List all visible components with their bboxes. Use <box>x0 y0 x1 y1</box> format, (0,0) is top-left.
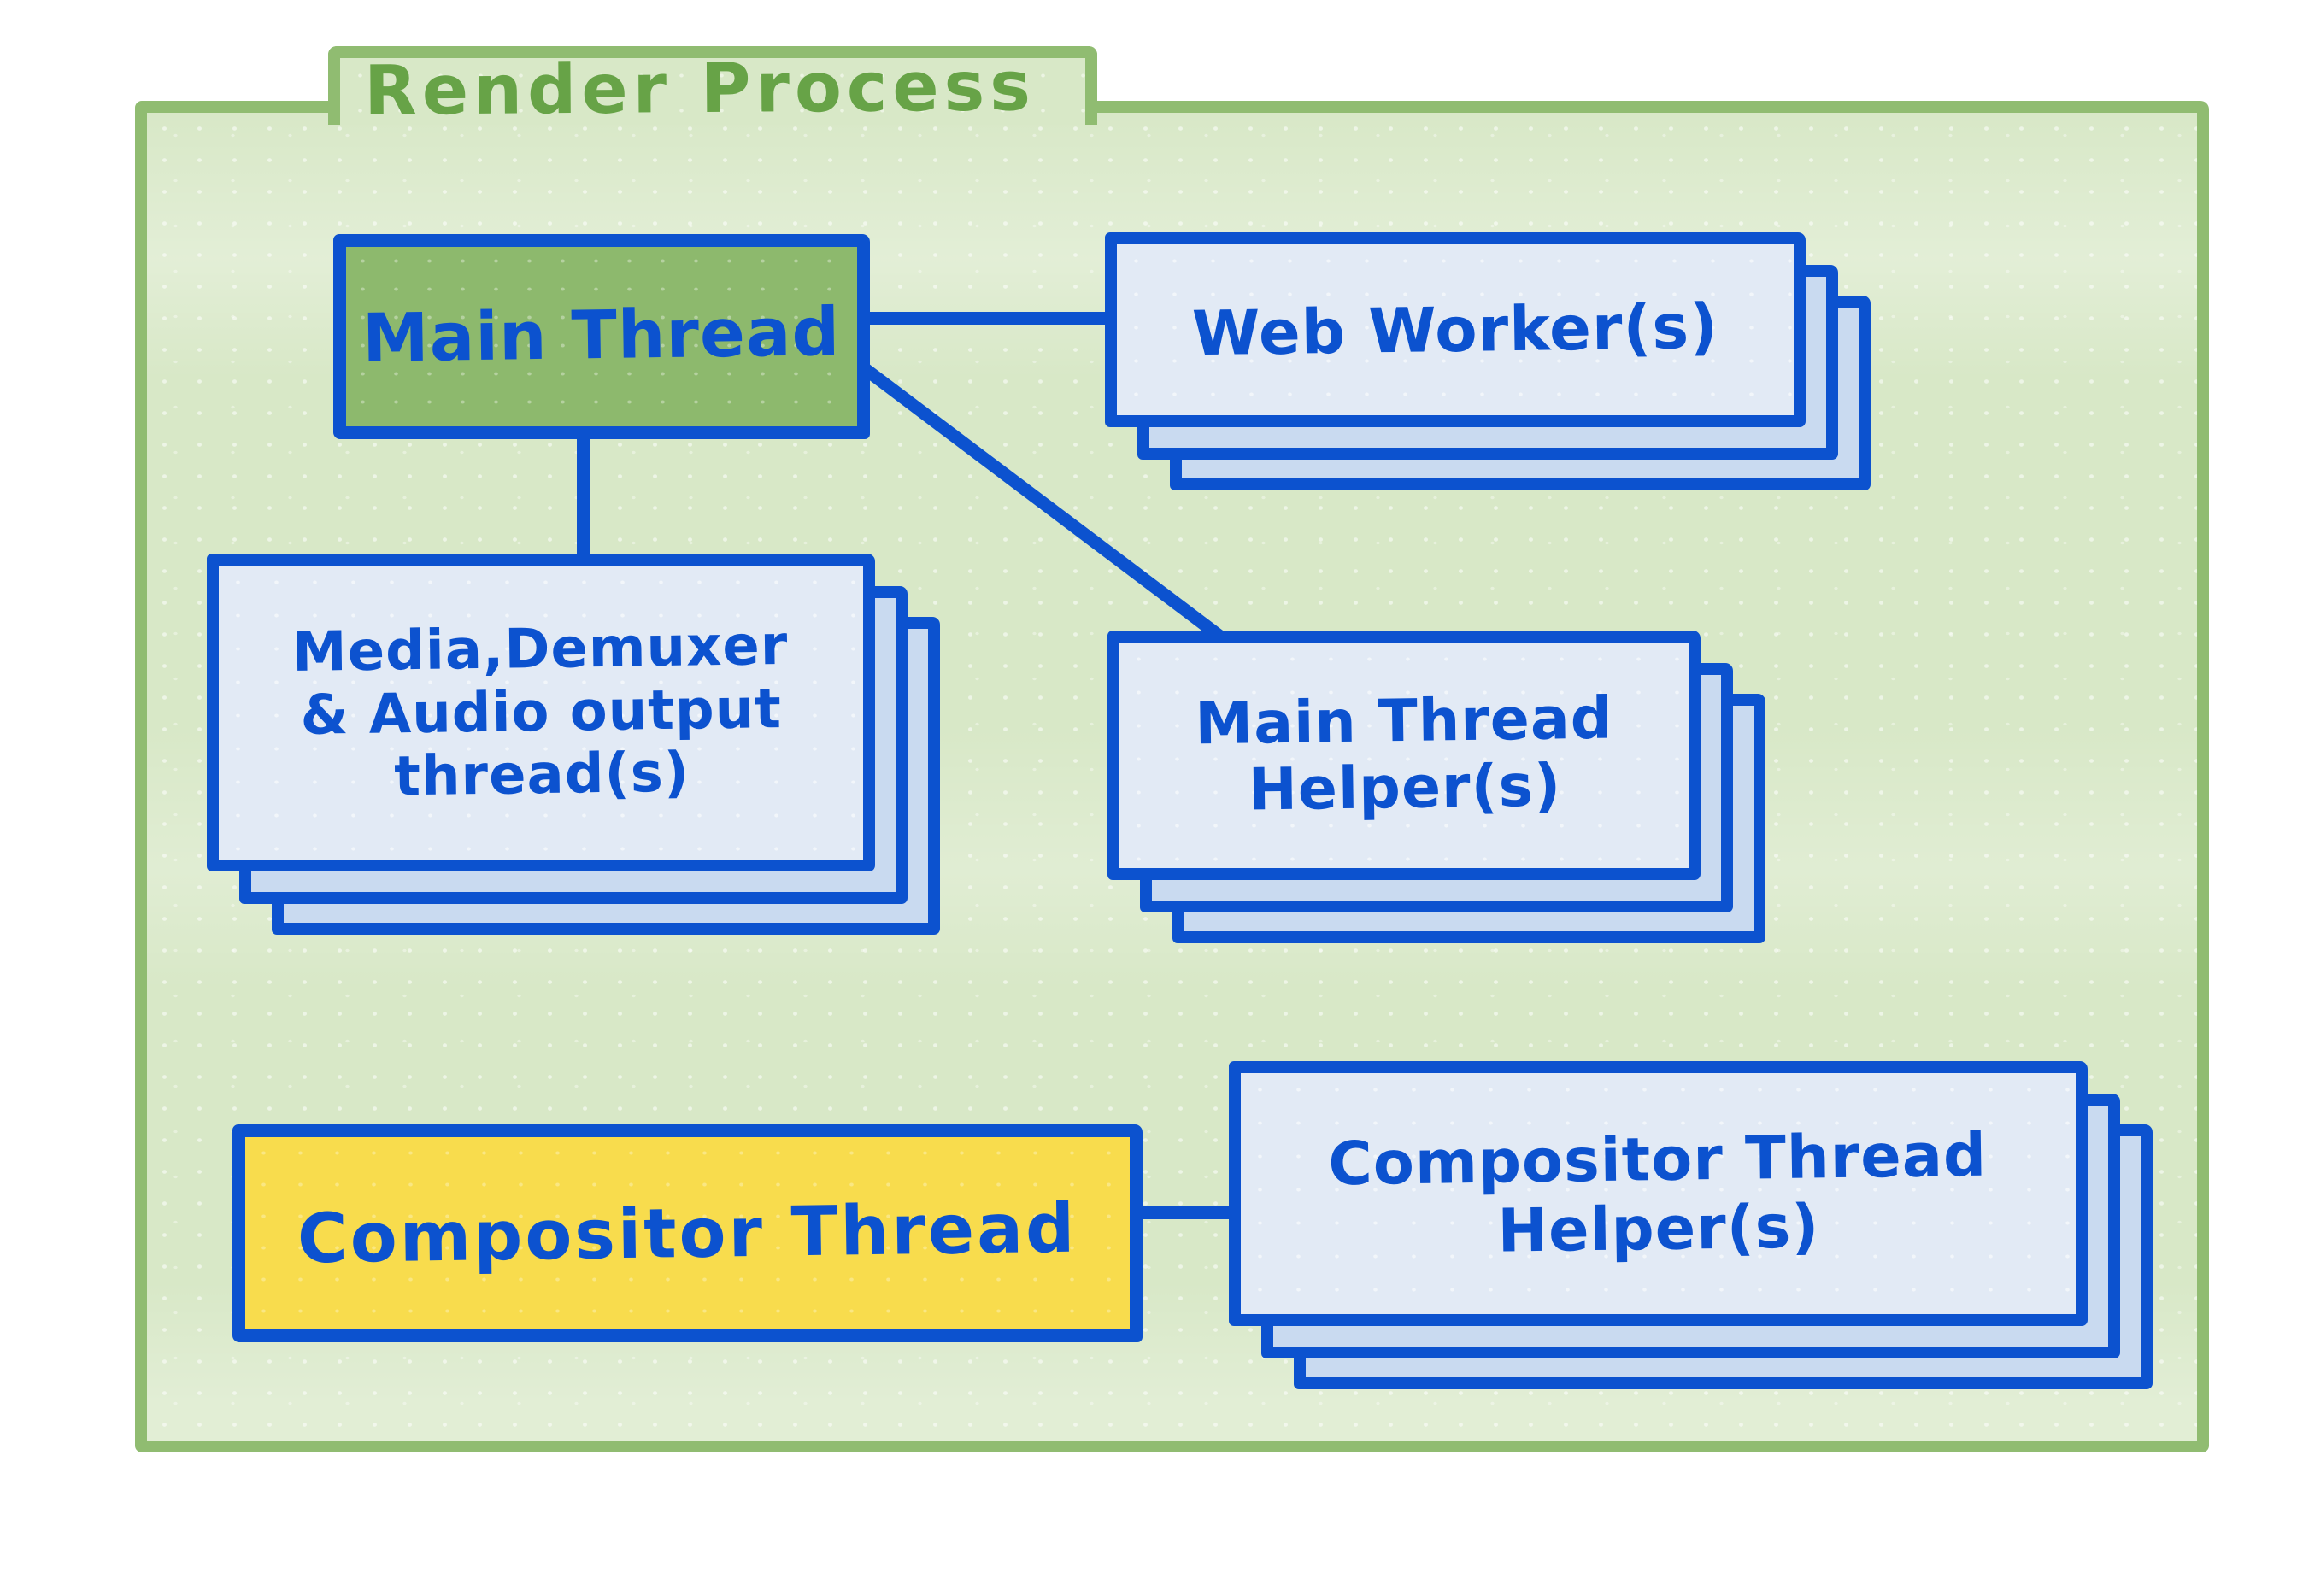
node-main-thread-helpers: Main Thread Helper(s) <box>1107 631 1765 943</box>
main-thread-box: Main Thread <box>333 234 870 439</box>
edge-main-thread-to-web-workers <box>859 312 1113 325</box>
media-threads-label-line-1: Media,Demuxer <box>291 613 789 684</box>
compositor-helpers-label-line-1: Compositor Thread <box>1328 1119 1988 1199</box>
main-thread-helpers-label-line-2: Helper(s) <box>1247 752 1562 824</box>
main-thread-helpers-card-front: Main Thread Helper(s) <box>1107 631 1701 880</box>
web-workers-card-front: Web Worker(s) <box>1105 232 1806 427</box>
render-process-folder-tab <box>328 46 1097 125</box>
main-thread-helpers-label-line-1: Main Thread <box>1194 684 1613 759</box>
web-workers-label: Web Worker(s) <box>1191 290 1719 369</box>
render-process-title: Render Process <box>363 46 1037 131</box>
compositor-thread-box: Compositor Thread <box>232 1124 1143 1342</box>
node-compositor-thread-helpers: Compositor Thread Helper(s) <box>1229 1061 2153 1389</box>
edge-compositor-thread-to-compositor-helpers <box>1130 1206 1245 1219</box>
media-threads-label-line-2: & Audio output <box>299 677 783 748</box>
compositor-helpers-label-line-2: Helper(s) <box>1497 1190 1821 1265</box>
media-threads-card-front: Media,Demuxer & Audio output thread(s) <box>207 554 875 871</box>
compositor-helpers-card-front: Compositor Thread Helper(s) <box>1229 1061 2088 1326</box>
edge-main-thread-to-media-threads <box>577 431 590 568</box>
node-compositor-thread: Compositor Thread <box>232 1124 1143 1342</box>
node-web-workers: Web Worker(s) <box>1105 232 1871 490</box>
main-thread-label: Main Thread <box>361 294 842 378</box>
media-threads-label-line-3: thread(s) <box>393 741 690 809</box>
node-main-thread: Main Thread <box>333 234 870 439</box>
compositor-thread-label: Compositor Thread <box>297 1188 1078 1278</box>
node-media-demuxer-audio-threads: Media,Demuxer & Audio output thread(s) <box>207 554 940 935</box>
